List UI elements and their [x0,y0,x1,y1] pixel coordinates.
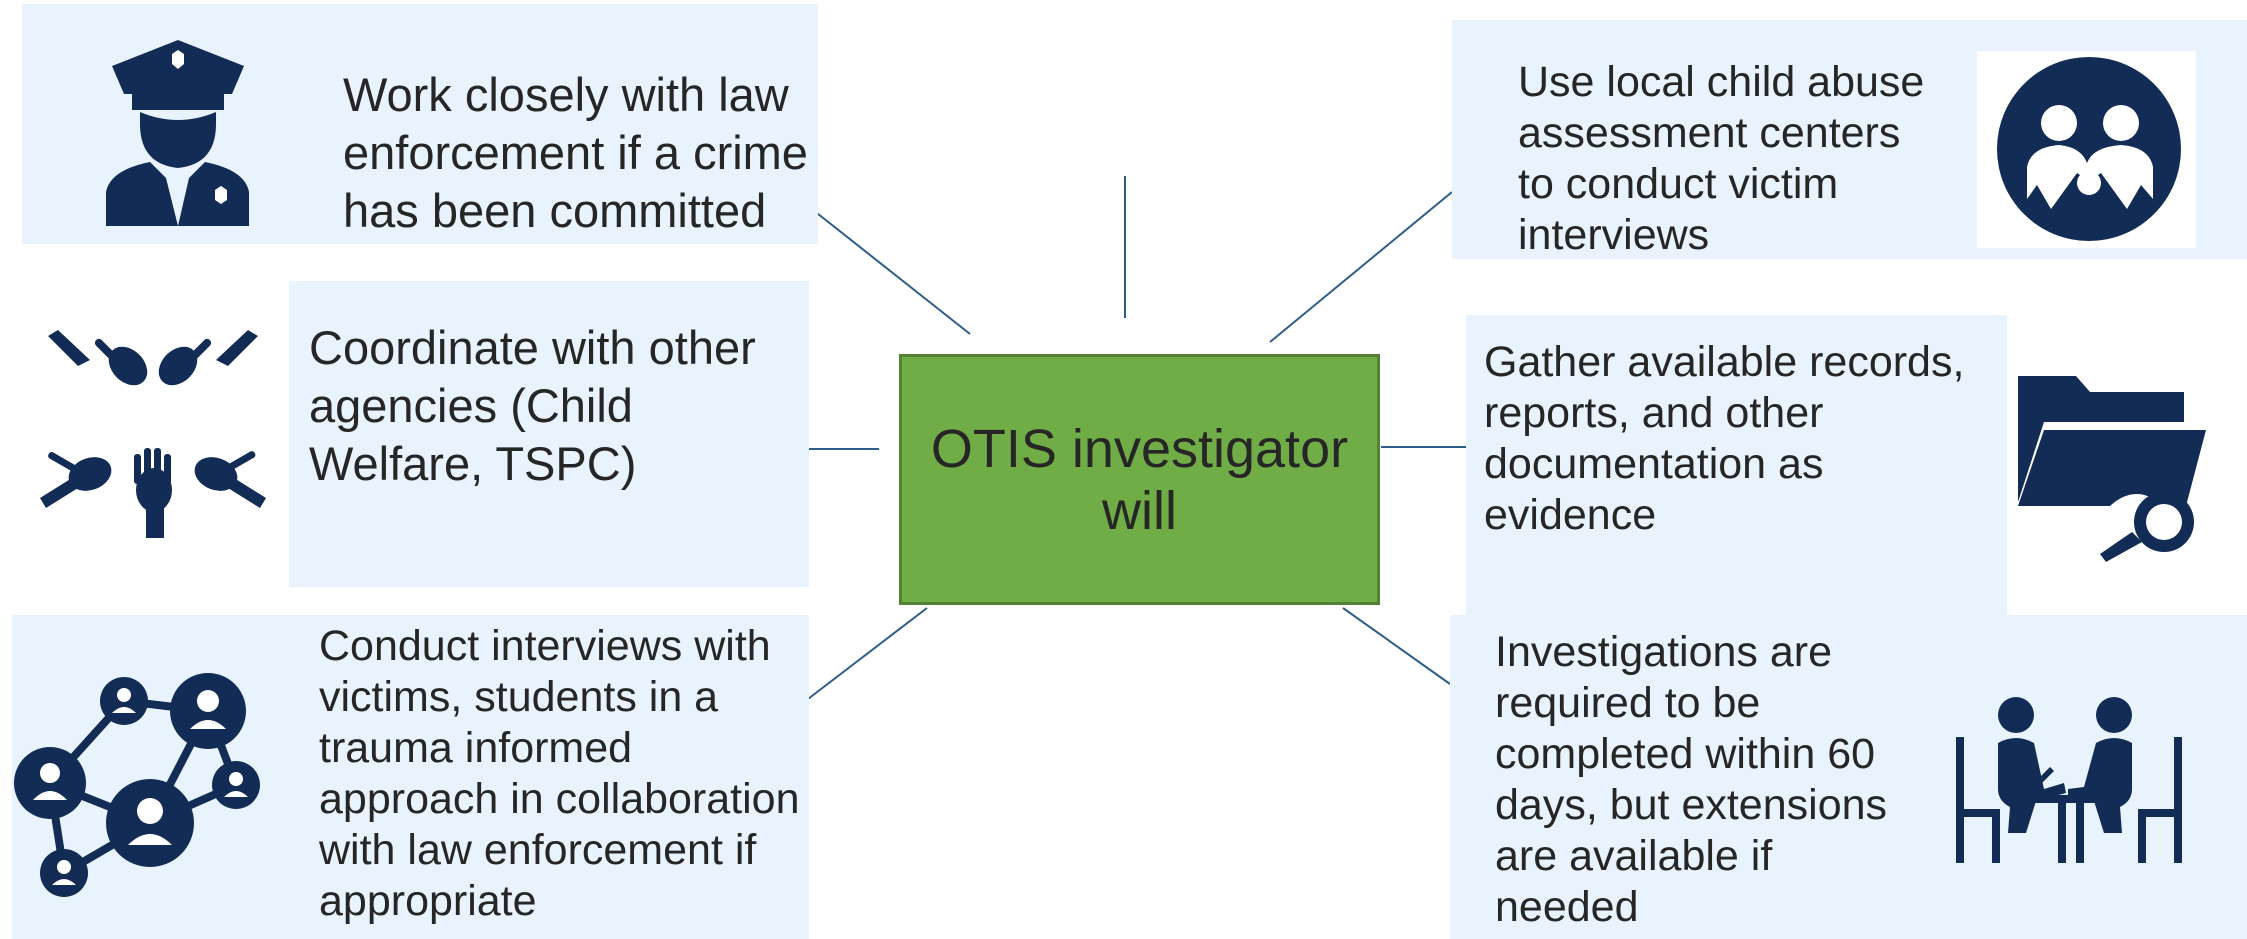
item-text-assessment-centers: Use local child abuse assessment centers… [1518,58,1925,259]
item-text-law-enforcement: Work closely with law enforcement if a c… [343,68,808,237]
connector-bottom-left [807,607,928,700]
item-text-records: Gather available records, reports, and o… [1484,338,1965,539]
item-box-records [1466,315,2007,615]
connector-top-left [807,205,971,335]
item-text-timeline: Investigations are required to be comple… [1495,628,1888,931]
family-icon [1977,51,2196,248]
center-node: OTIS investigator will [899,354,1380,605]
folder-search-icon [2014,372,2209,568]
police-officer-icon [100,36,255,228]
connector-top-right [1269,191,1453,343]
item-box-coordinate [289,281,809,587]
center-label: OTIS investigator will [930,418,1349,541]
helping-hands-icon [38,326,268,538]
network-people-icon [10,673,266,903]
item-text-coordinate: Coordinate with other agencies (Child We… [309,321,756,490]
connector-bottom-right [1342,607,1451,685]
item-box-interviews [12,615,809,939]
item-text-interviews: Conduct interviews with victims, student… [319,622,800,925]
meeting-table-icon [1954,697,2184,863]
